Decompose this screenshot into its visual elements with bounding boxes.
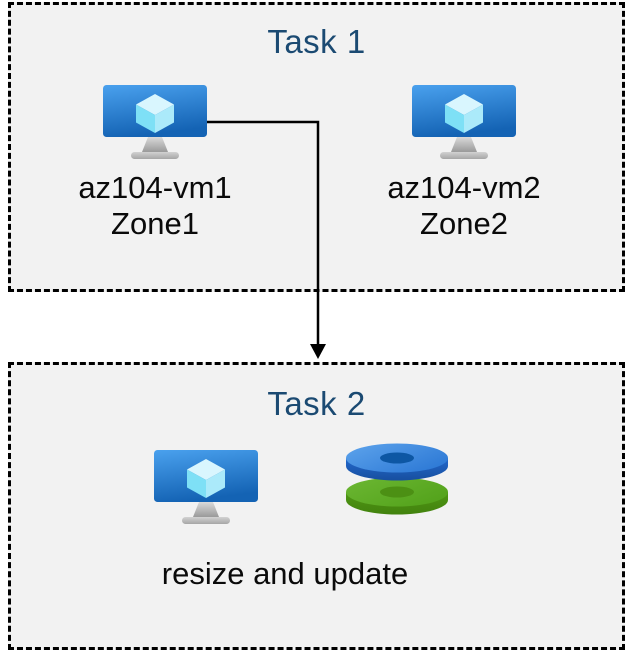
- vm-zone: Zone1: [111, 206, 199, 241]
- virtual-machine-icon: [154, 450, 258, 530]
- virtual-machine-icon: [103, 85, 207, 165]
- vm-name: az104-vm1: [78, 170, 232, 205]
- virtual-machine-icon: [412, 85, 516, 165]
- task2-caption: resize and update: [161, 556, 409, 591]
- vm-zone: Zone2: [420, 206, 508, 241]
- disks-icon: [345, 442, 449, 517]
- task2-box: Task 2 re: [8, 362, 625, 650]
- vm-name: az104-vm2: [387, 170, 541, 205]
- vm-label: az104-vm1 Zone1: [78, 170, 231, 242]
- task2-title: Task 2: [267, 385, 366, 422]
- vm-label: az104-vm2 Zone2: [387, 170, 540, 242]
- vm-node-az104-vm2: az104-vm2 Zone2: [374, 85, 554, 242]
- vm-node-az104-vm1: az104-vm1 Zone1: [65, 85, 245, 242]
- task1-title: Task 1: [267, 23, 366, 60]
- task1-box: Task 1 az104-vm1 Zone1: [8, 2, 625, 292]
